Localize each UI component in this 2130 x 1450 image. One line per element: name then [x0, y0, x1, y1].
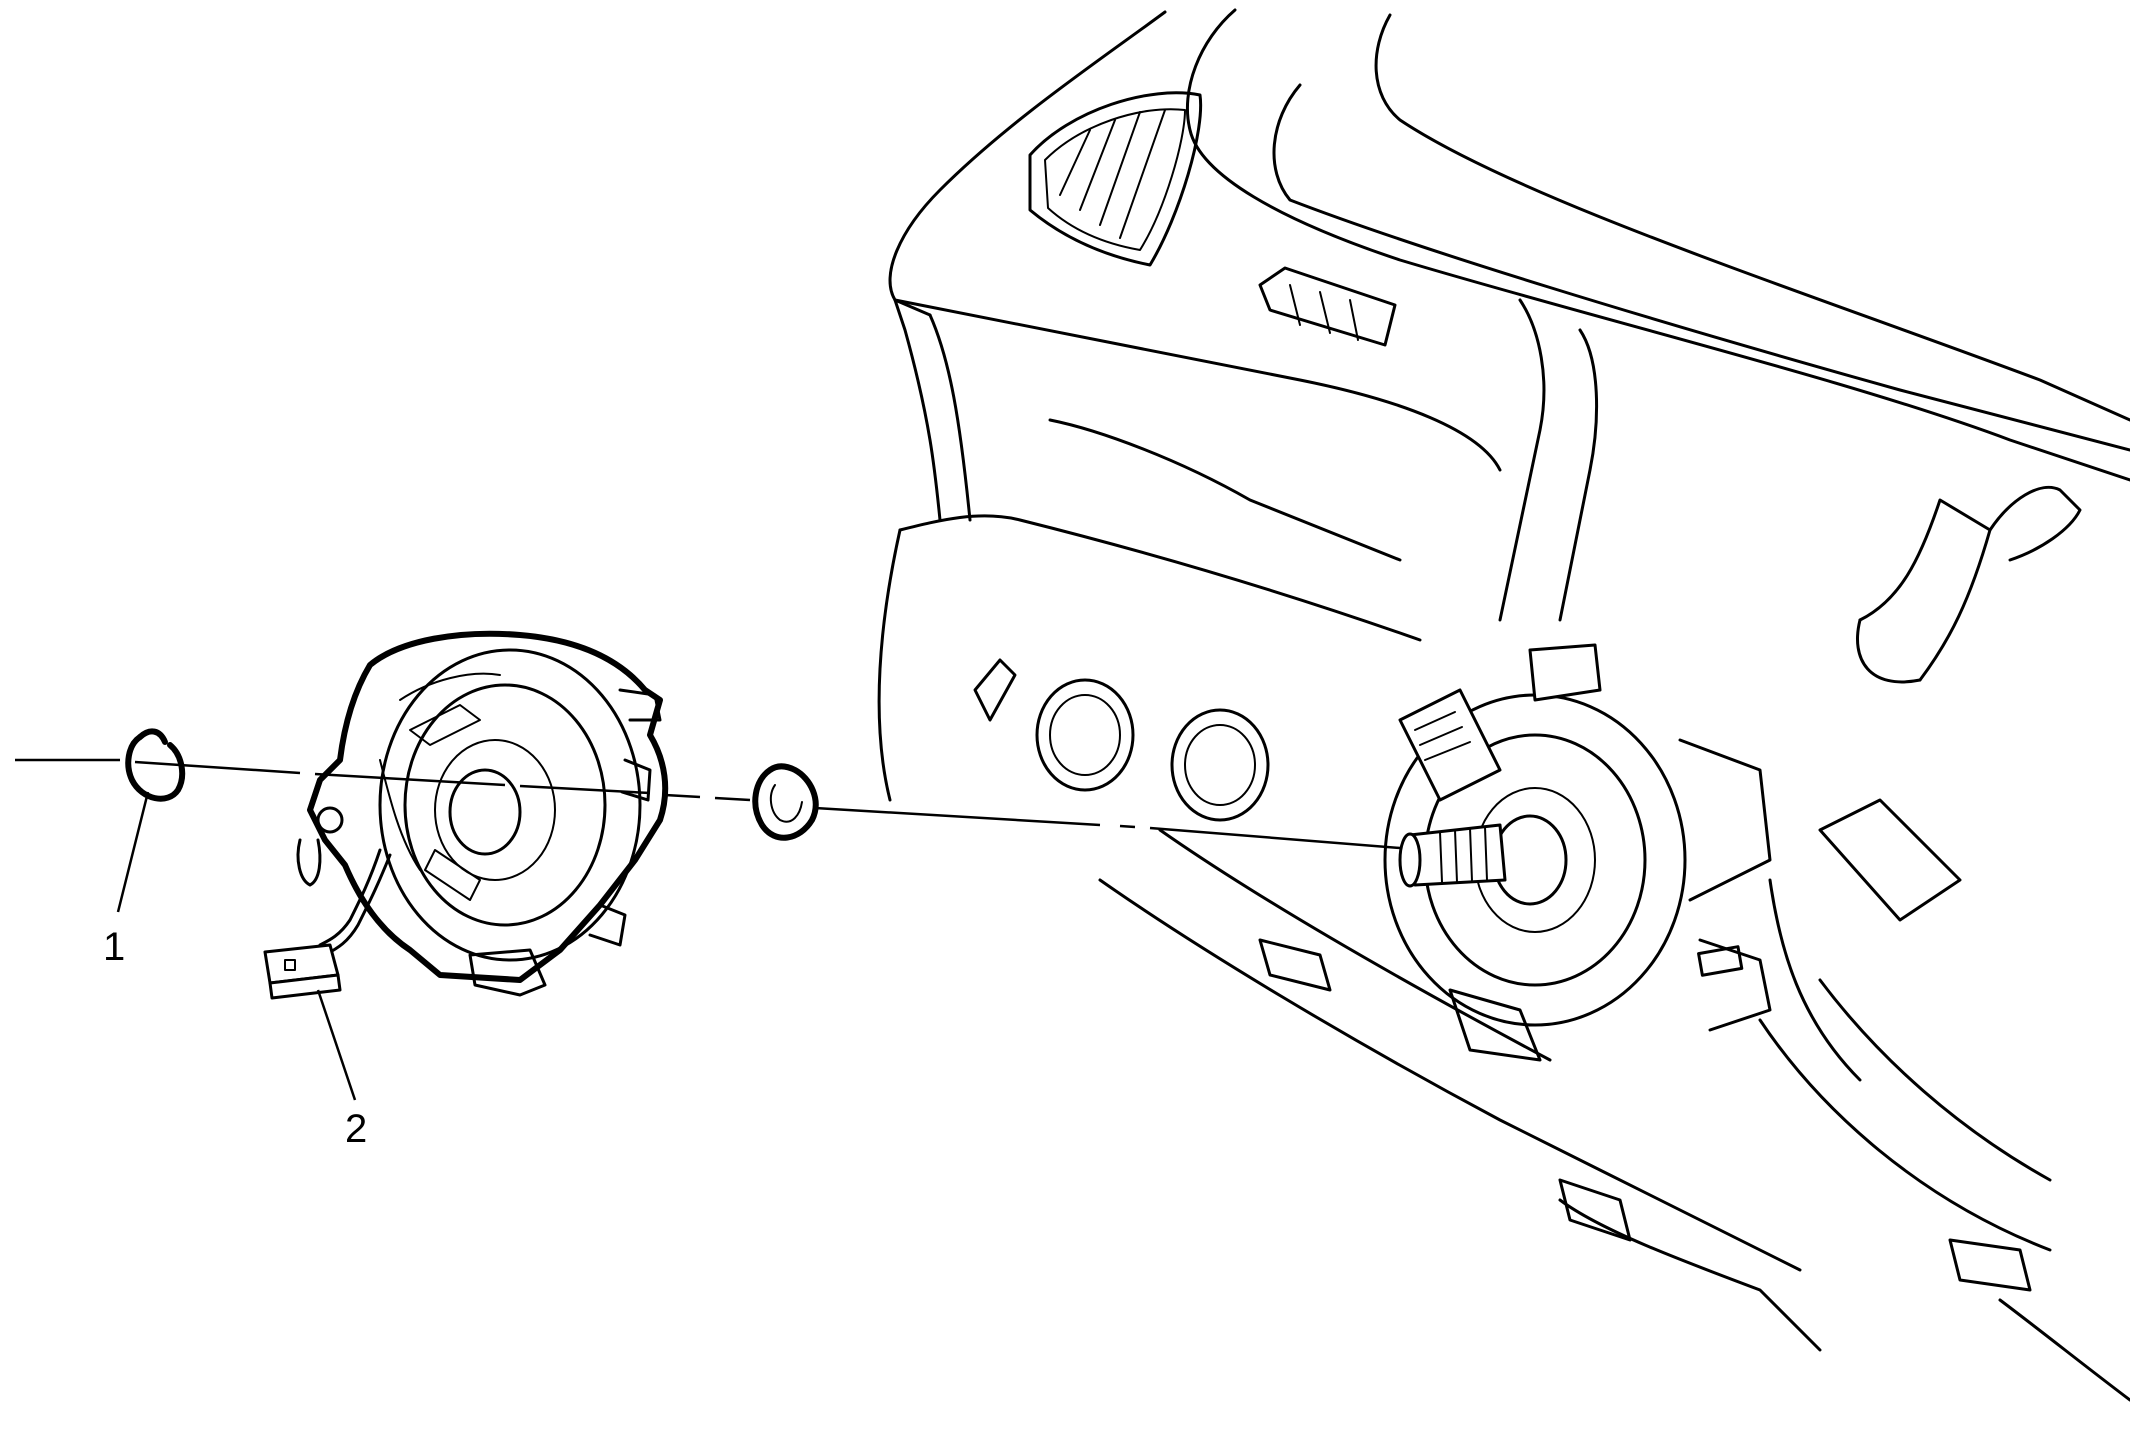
switch-bank — [1258, 266, 1397, 347]
callout-2: 2 — [316, 989, 367, 1151]
callout-2-label: 2 — [345, 1107, 367, 1151]
air-vent — [1028, 91, 1203, 267]
callout-1-label: 1 — [103, 925, 125, 969]
callout-1-leader — [116, 791, 150, 913]
steering-column — [1258, 643, 2032, 1292]
turn-signal-stalk — [1856, 485, 2082, 684]
callout-1: 1 — [103, 791, 150, 969]
shaft-retainer — [752, 763, 819, 841]
callout-2-leader — [316, 989, 357, 1101]
assembly-axis-line — [15, 758, 1401, 850]
clockspring — [263, 630, 669, 1000]
instrument-panel — [877, 8, 2130, 1402]
retainer-ring — [125, 728, 186, 802]
headlamp-switch-panel — [973, 658, 1270, 822]
